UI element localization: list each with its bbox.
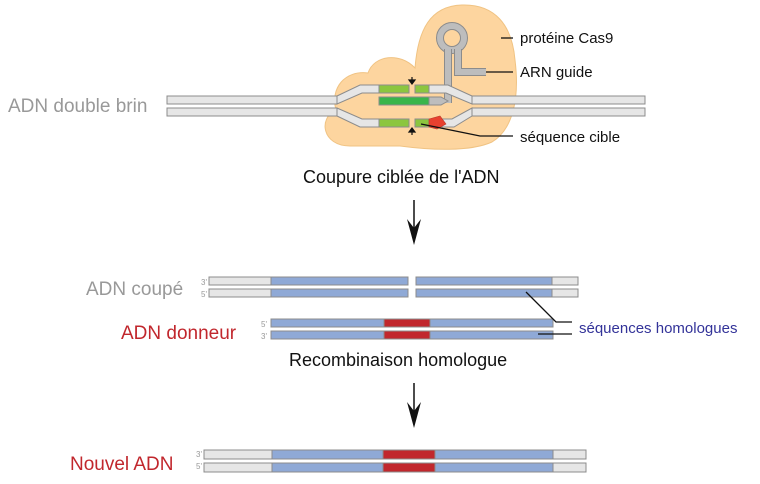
down-arrow-icon (407, 383, 421, 428)
step1-title: Coupure ciblée de l'ADN (303, 167, 500, 187)
down-arrow-icon (407, 200, 421, 245)
dna-strand-bottom-left (166, 107, 338, 117)
new-dna-label: Nouvel ADN (70, 454, 174, 475)
guide-rna-label: ARN guide (520, 64, 593, 81)
cas9-section: ADN double brin protéine Cas9 ARN guide … (8, 4, 646, 187)
dna-strand-top-left (166, 95, 338, 105)
dna-top-green-left (378, 84, 410, 94)
dna-double-strand-label: ADN double brin (8, 96, 147, 117)
new-end-top: 3' (196, 450, 202, 459)
target-sequence-label: séquence cible (520, 129, 620, 146)
dna-strand-top-right (471, 95, 646, 105)
cut-marker-top (407, 77, 417, 85)
cas9-protein-label: protéine Cas9 (520, 30, 613, 47)
guide-rna-pairing (378, 96, 430, 106)
step2-title: Recombinaison homologue (289, 350, 507, 370)
new-end-bottom: 5' (196, 462, 202, 471)
donor-dna-label: ADN donneur (121, 323, 237, 344)
new-dna-section: Nouvel ADN 3' 5' (70, 449, 587, 475)
dna-bottom-green-left (378, 118, 410, 128)
homologous-sequences-label: séquences homologues (579, 320, 737, 337)
donor-end-top: 5' (261, 320, 267, 329)
dna-top-green-right (414, 84, 430, 94)
donor-end-bottom: 3' (261, 332, 267, 341)
recombination-section: ADN coupé 3' 5' ADN donneur 5' 3' séquen… (86, 276, 737, 370)
cut-end-bottom: 5' (201, 290, 207, 299)
cut-end-top: 3' (201, 278, 207, 287)
cas9-protein-shape (324, 4, 517, 150)
cut-dna-label: ADN coupé (86, 279, 183, 300)
dna-strand-bottom-right (471, 107, 646, 117)
cut-marker-bottom (407, 127, 417, 135)
